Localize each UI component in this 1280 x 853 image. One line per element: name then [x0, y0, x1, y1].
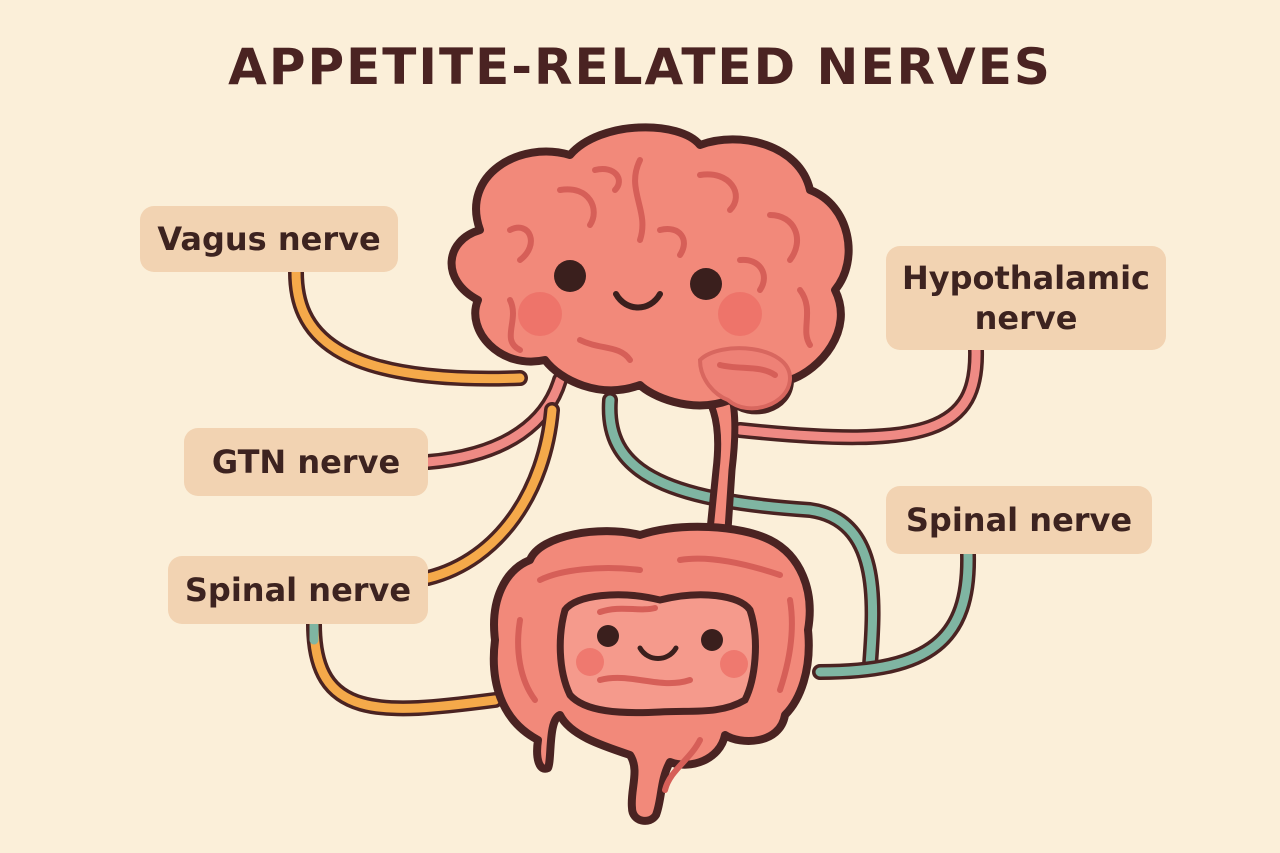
spinal-nerve-left-upper-line — [420, 402, 560, 586]
brain-eye-right — [690, 268, 722, 300]
label-gtn-nerve: GTN nerve — [184, 428, 428, 496]
spinal-nerve-right-line — [812, 546, 977, 680]
intestine-face — [576, 625, 748, 678]
vagus-nerve-line — [288, 264, 528, 387]
brain-cheek-right — [718, 292, 762, 336]
label-hypothalamic-nerve: Hypothalamic nerve — [886, 246, 1166, 350]
brain-eye-left — [554, 260, 586, 292]
teal-nerve-line — [601, 392, 881, 673]
intestine-cheek-right — [720, 650, 748, 678]
hypothalamic-nerve-line — [732, 342, 985, 446]
label-spinal-nerve-left: Spinal nerve — [168, 556, 428, 624]
intestine-eye-left — [597, 625, 619, 647]
intestine-smile — [637, 645, 679, 661]
brain-outline — [447, 123, 853, 415]
nerves — [288, 264, 985, 717]
label-spinal-nerve-right: Spinal nerve — [886, 486, 1152, 554]
intestine-cheek-left — [576, 648, 604, 676]
brain-cheek-left — [518, 292, 562, 336]
intestine-inner — [556, 591, 759, 717]
spinal-nerve-left-lower-line — [306, 616, 503, 717]
label-vagus-nerve: Vagus nerve — [140, 206, 398, 272]
intestine-eye-right — [701, 629, 723, 651]
intestine — [489, 522, 814, 825]
brain-folds — [507, 157, 813, 378]
gtn-nerve-line — [420, 372, 568, 470]
brain — [447, 123, 853, 415]
brain-face — [518, 260, 762, 336]
intestine-folds — [515, 555, 795, 793]
diagram-title: APPETITE-RELATED NERVES — [228, 38, 1052, 96]
brain-smile — [613, 291, 663, 311]
